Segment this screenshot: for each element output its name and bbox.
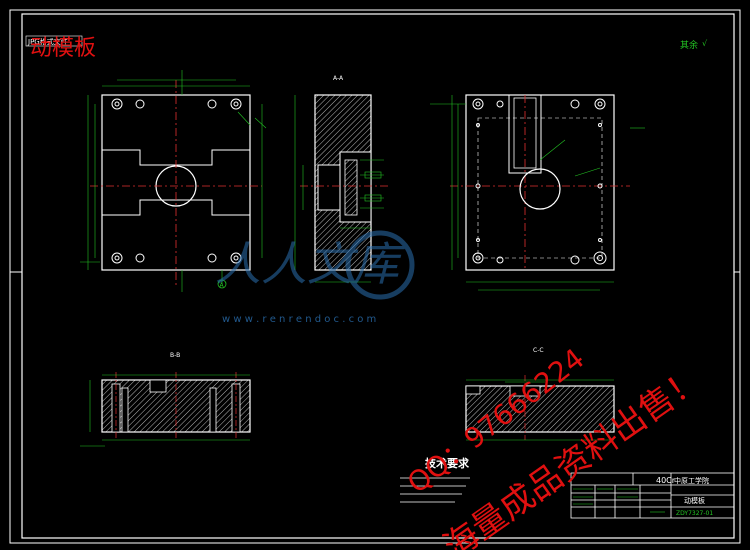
tech-requirements-heading: 技术要求 [425,456,470,470]
datum-symbol-icon [217,279,227,289]
drawing-number: ZDY7327-01 [676,510,713,517]
outer-border [9,9,741,544]
site-url-watermark: w w w . r e n r e n d o c . c o m [222,314,376,325]
file-tag: JPG格式文件 [27,37,68,46]
roughness-note: 其余 [680,39,698,51]
section-cc-view [465,375,615,441]
file-tag-box [25,35,83,47]
site-logo-text: 人人文库 [215,237,406,291]
tech-requirements-lines [400,477,470,503]
site-logo-watermark: 人人文库 [215,230,415,300]
material-value: 40Cr [656,476,676,485]
overlay-title: 动模板 [30,36,97,61]
front-view: A [80,70,267,292]
plan-view [430,94,645,291]
plan-view-outline [465,94,615,271]
front-view-outline [101,94,251,271]
section-bb-view [80,372,251,447]
section-aa-label: A-A [333,75,344,82]
school-name: 中原工学院 [674,476,709,485]
plan-bore-circle [519,168,561,210]
section-bb-label: B-B [170,352,180,359]
section-cc-label: C-C [533,347,544,354]
datum-label: A [220,282,225,289]
roughness-symbol-icon: √ [702,39,708,48]
part-name: 动模板 [684,496,705,505]
title-block [570,472,735,519]
inner-border [21,13,735,539]
